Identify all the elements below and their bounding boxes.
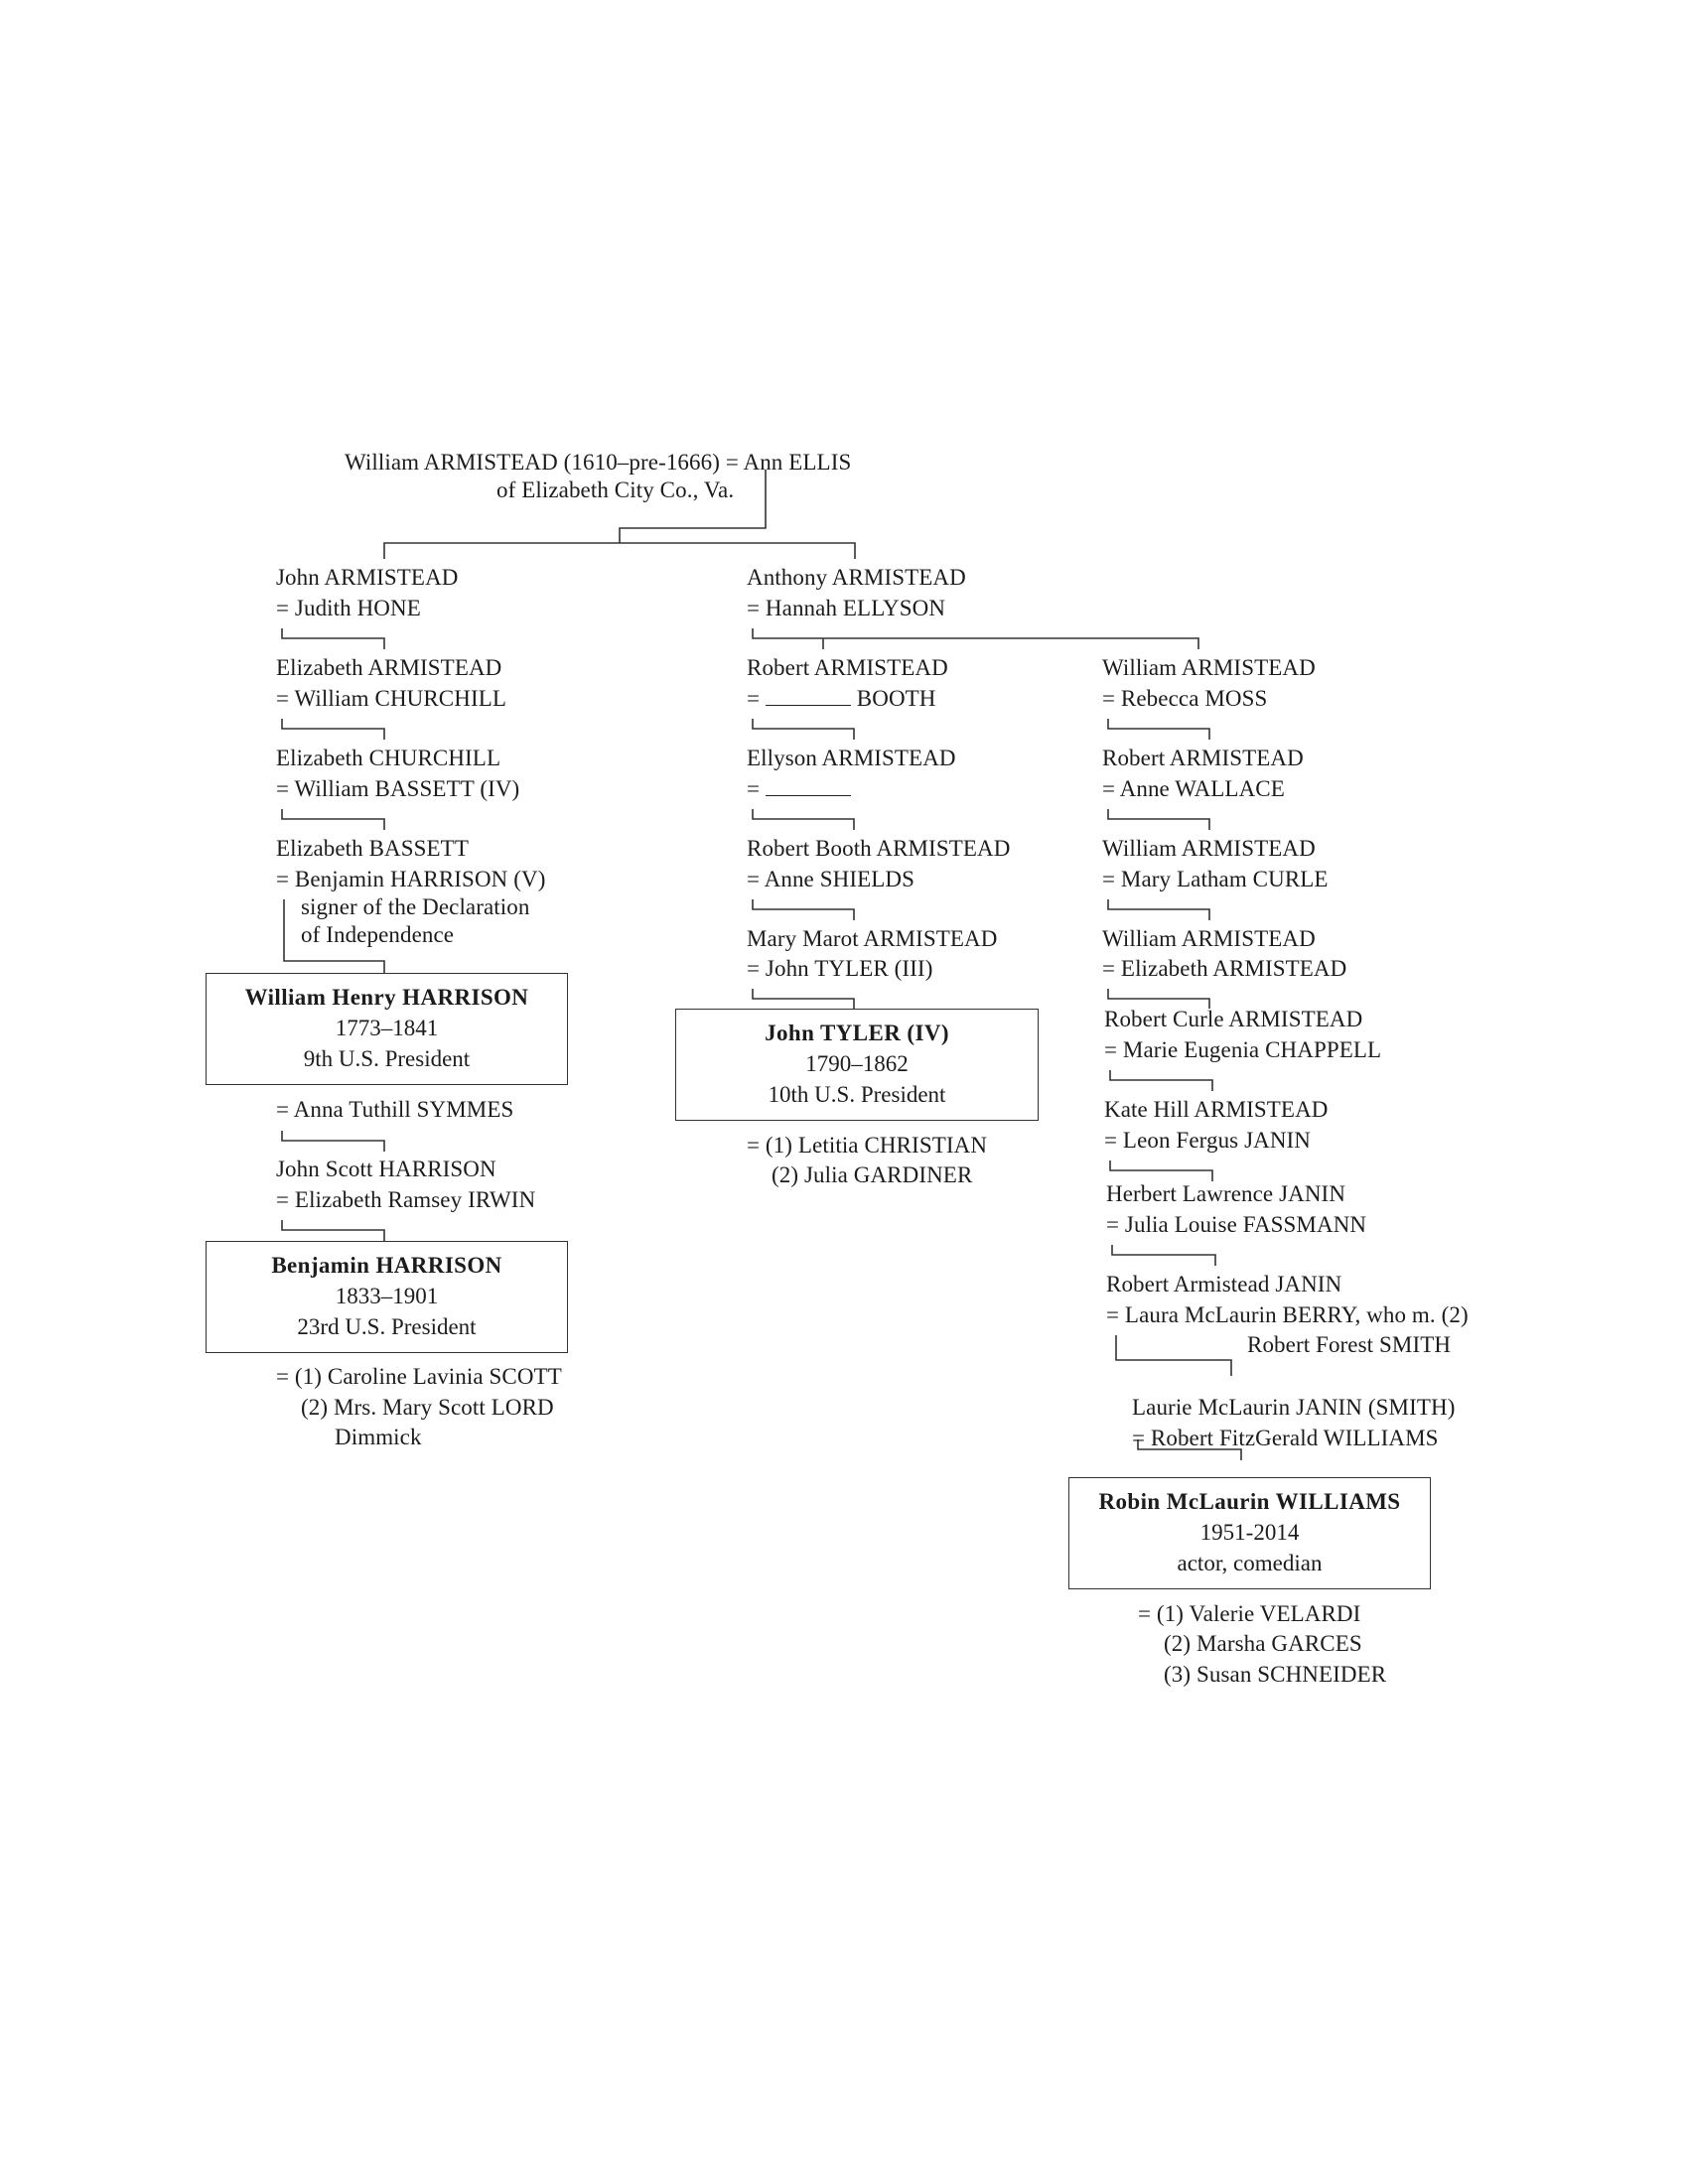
person-robert-booth-armistead: Robert Booth ARMISTEAD [747,836,1011,861]
person-elizabeth-bassett: Elizabeth BASSETT [276,836,469,861]
person-william-armistead-2: William ARMISTEAD [1102,836,1316,861]
person-robert-curle-armistead: Robert Curle ARMISTEAD [1104,1007,1363,1031]
notable-years: 1951-2014 [1199,1520,1300,1545]
spouse-prefix: = [747,686,761,711]
spouse-julia-gardiner: (2) Julia GARDINER [772,1162,973,1187]
spouse-robert-williams: = Robert FitzGerald WILLIAMS [1132,1426,1439,1450]
spouse-julia-fassmann: = Julia Louise FASSMANN [1106,1212,1367,1237]
person-robert-armistead-janin: Robert Armistead JANIN [1106,1272,1342,1297]
link-churchill-bassett [281,809,385,830]
president-role: 23rd U.S. President [297,1314,477,1339]
person-john-armistead: John ARMISTEAD [276,565,459,590]
link-whh-johnscott [281,1131,385,1152]
spouse-marie-chappell: = Marie Eugenia CHAPPELL [1104,1037,1382,1062]
president-name: Benjamin HARRISON [271,1253,502,1278]
president-years: 1790–1862 [805,1051,909,1076]
president-box-william-henry-harrison: William Henry HARRISON 1773–1841 9th U.S… [206,973,568,1085]
notable-role: actor, comedian [1177,1551,1323,1575]
president-name: William Henry HARRISON [244,985,529,1010]
spouse-benjamin-harrison-v: = Benjamin HARRISON (V) [276,867,546,891]
person-kate-hill-armistead: Kate Hill ARMISTEAD [1104,1097,1329,1122]
person-elizabeth-armistead: Elizabeth ARMISTEAD [276,655,502,680]
link-raj-laurie [1115,1335,1232,1376]
person-robert-armistead-william: Robert ARMISTEAD [1102,746,1304,770]
spouse-elizabeth-armistead: = Elizabeth ARMISTEAD [1102,956,1347,981]
spouse-unknown: = [747,775,851,803]
spouse-judith-hone: = Judith HONE [276,596,421,620]
harrison-v-note-line2: of Independence [301,922,455,947]
unknown-name-blank [765,689,851,706]
person-william-armistead-1: William ARMISTEAD [1102,655,1316,680]
link-robertbooth-marymarot [752,899,855,920]
president-box-john-tyler: John TYLER (IV) 1790–1862 10th U.S. Pres… [675,1009,1039,1121]
spouse-anne-wallace: = Anne WALLACE [1102,776,1285,801]
person-herbert-janin: Herbert Lawrence JANIN [1106,1181,1346,1206]
notable-name: Robin McLaurin WILLIAMS [1098,1489,1401,1514]
link-robertcurle-kate [1109,1070,1213,1091]
person-ellyson-armistead: Ellyson ARMISTEAD [747,746,956,770]
person-john-scott-harrison: John Scott HARRISON [276,1157,496,1181]
spouse-booth: = BOOTH [747,685,936,713]
spouse-john-tyler-iii: = John TYLER (III) [747,956,933,981]
spouse-anna-symmes: = Anna Tuthill SYMMES [276,1097,514,1122]
link-w2-w3 [1107,899,1210,920]
spouse-marsha-garces: (2) Marsha GARCES [1164,1631,1362,1656]
president-role: 10th U.S. President [768,1082,946,1107]
notable-box-robin-williams: Robin McLaurin WILLIAMS 1951-2014 actor,… [1068,1477,1431,1589]
spouse-laura-berry: = Laura McLaurin BERRY, who m. (2) [1106,1302,1469,1327]
president-years: 1773–1841 [335,1016,439,1040]
spouse-surname: BOOTH [856,686,936,711]
president-years: 1833–1901 [335,1284,439,1308]
spouse-mary-lord-cont: Dimmick [335,1425,422,1449]
spouse-letitia-christian: = (1) Letitia CHRISTIAN [747,1133,988,1158]
person-mary-marot-armistead: Mary Marot ARMISTEAD [747,926,998,951]
link-john-eliz [281,628,385,649]
person-robert-armistead-anthony: Robert ARMISTEAD [747,655,948,680]
person-william-armistead-3: William ARMISTEAD [1102,926,1316,951]
spouse-mary-lord: (2) Mrs. Mary Scott LORD [301,1395,554,1420]
root-couple: William ARMISTEAD (1610–pre-1666) = Ann … [345,450,852,475]
president-name: John TYLER (IV) [765,1021,949,1045]
president-role: 9th U.S. President [303,1046,471,1071]
president-box-benjamin-harrison: Benjamin HARRISON 1833–1901 23rd U.S. Pr… [206,1241,568,1353]
spouse-laura-berry-second: Robert Forest SMITH [1247,1332,1452,1357]
person-laurie-janin: Laurie McLaurin JANIN (SMITH) [1132,1395,1456,1420]
spouse-leon-janin: = Leon Fergus JANIN [1104,1128,1312,1153]
spouse-valerie-velardi: = (1) Valerie VELARDI [1138,1601,1361,1626]
root-location: of Elizabeth City Co., Va. [496,478,735,502]
spouse-william-churchill: = William CHURCHILL [276,686,507,711]
spouse-william-bassett: = William BASSETT (IV) [276,776,520,801]
person-anthony-armistead: Anthony ARMISTEAD [747,565,966,590]
anthony-split [752,628,1199,649]
spouse-prefix: = [747,776,761,801]
spouse-hannah-ellyson: = Hannah ELLYSON [747,596,946,620]
link-ellyson-robertbooth [752,809,855,830]
spouse-mary-latham-curle: = Mary Latham CURLE [1102,867,1329,891]
person-elizabeth-churchill: Elizabeth CHURCHILL [276,746,501,770]
link-marymarot-tyler [752,989,855,1009]
link-w1-robert [1107,719,1210,740]
spouse-elizabeth-irwin: = Elizabeth Ramsey IRWIN [276,1187,536,1212]
spouse-anne-shields: = Anne SHIELDS [747,867,914,891]
link-herbert-raj [1111,1245,1216,1266]
link-robert-ellyson [752,719,855,740]
spouse-caroline-scott: = (1) Caroline Lavinia SCOTT [276,1364,562,1389]
harrison-v-note-line1: signer of the Declaration [301,894,530,919]
link-kate-herbert [1109,1160,1213,1181]
link-johnscott-bh [281,1220,385,1241]
link-eliz-churchill [281,719,385,740]
spouse-susan-schneider: (3) Susan SCHNEIDER [1164,1662,1387,1687]
spouse-rebecca-moss: = Rebecca MOSS [1102,686,1268,711]
link-robert-w2 [1107,809,1210,830]
unknown-name-blank [765,779,851,796]
